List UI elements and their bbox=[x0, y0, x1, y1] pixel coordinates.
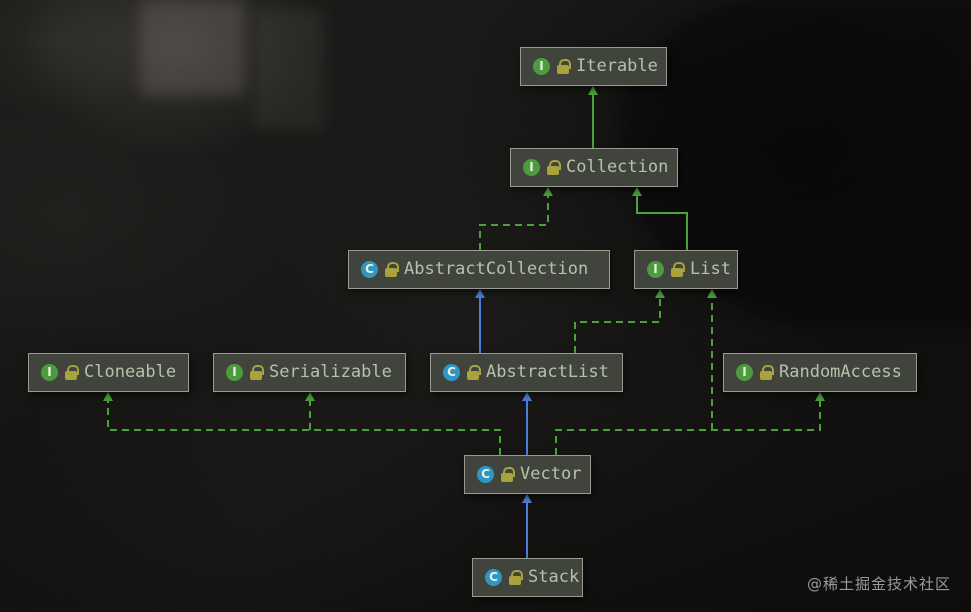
node-label-list: List bbox=[690, 259, 731, 279]
interface-icon: I bbox=[736, 364, 753, 381]
class-node-vector[interactable]: C Vector bbox=[464, 455, 591, 494]
node-label-collection: Collection bbox=[566, 157, 669, 177]
class-node-stack[interactable]: C Stack bbox=[472, 558, 583, 597]
background-photo-shape bbox=[140, 0, 245, 95]
class-node-abstractcollection[interactable]: C AbstractCollection bbox=[348, 250, 610, 289]
class-icon: C bbox=[485, 569, 502, 586]
edge-abstractlist-to-abstractcollection bbox=[475, 289, 485, 353]
edge-abstractcollection-to-collection bbox=[479, 187, 553, 250]
watermark-text: @稀土掘金技术社区 bbox=[806, 575, 951, 593]
interface-icon: I bbox=[533, 58, 550, 75]
class-icon: C bbox=[361, 261, 378, 278]
edge-vector-to-randomaccess bbox=[555, 392, 825, 455]
lock-icon bbox=[760, 365, 774, 380]
class-node-serializable[interactable]: I Serializable bbox=[213, 353, 406, 392]
edge-vector-to-serializable bbox=[305, 392, 315, 430]
node-label-abstractlist: AbstractList bbox=[486, 362, 609, 382]
background-photo-shape bbox=[255, 10, 325, 130]
lock-icon bbox=[385, 262, 399, 277]
class-icon: C bbox=[477, 466, 494, 483]
lock-icon bbox=[557, 59, 571, 74]
interface-icon: I bbox=[226, 364, 243, 381]
class-node-iterable[interactable]: I Iterable bbox=[520, 47, 667, 86]
node-label-randomaccess: RandomAccess bbox=[779, 362, 902, 382]
class-node-abstractlist[interactable]: C AbstractList bbox=[430, 353, 623, 392]
edge-stack-to-vector bbox=[522, 494, 532, 558]
node-label-abstractcollection: AbstractCollection bbox=[404, 259, 589, 279]
node-label-serializable: Serializable bbox=[269, 362, 392, 382]
edge-vector-to-cloneable bbox=[103, 392, 501, 455]
class-node-randomaccess[interactable]: I RandomAccess bbox=[723, 353, 917, 392]
class-node-list[interactable]: I List bbox=[634, 250, 738, 289]
class-node-cloneable[interactable]: I Cloneable bbox=[28, 353, 189, 392]
lock-icon bbox=[250, 365, 264, 380]
node-label-stack: Stack bbox=[528, 567, 580, 587]
interface-icon: I bbox=[523, 159, 540, 176]
interface-icon: I bbox=[41, 364, 58, 381]
interface-icon: I bbox=[647, 261, 664, 278]
node-label-iterable: Iterable bbox=[576, 56, 658, 76]
edge-abstractlist-to-list bbox=[574, 289, 665, 353]
lock-icon bbox=[467, 365, 481, 380]
class-node-collection[interactable]: I Collection bbox=[510, 148, 678, 187]
lock-icon bbox=[501, 467, 515, 482]
edge-vector-to-list bbox=[707, 289, 717, 430]
lock-icon bbox=[547, 160, 561, 175]
edge-list-to-collection bbox=[632, 187, 688, 250]
edge-vector-to-abstractlist bbox=[522, 392, 532, 455]
edge-collection-to-iterable bbox=[588, 86, 598, 148]
class-icon: C bbox=[443, 364, 460, 381]
lock-icon bbox=[65, 365, 79, 380]
lock-icon bbox=[671, 262, 685, 277]
node-label-cloneable: Cloneable bbox=[84, 362, 177, 382]
lock-icon bbox=[509, 570, 523, 585]
node-label-vector: Vector bbox=[520, 464, 582, 484]
